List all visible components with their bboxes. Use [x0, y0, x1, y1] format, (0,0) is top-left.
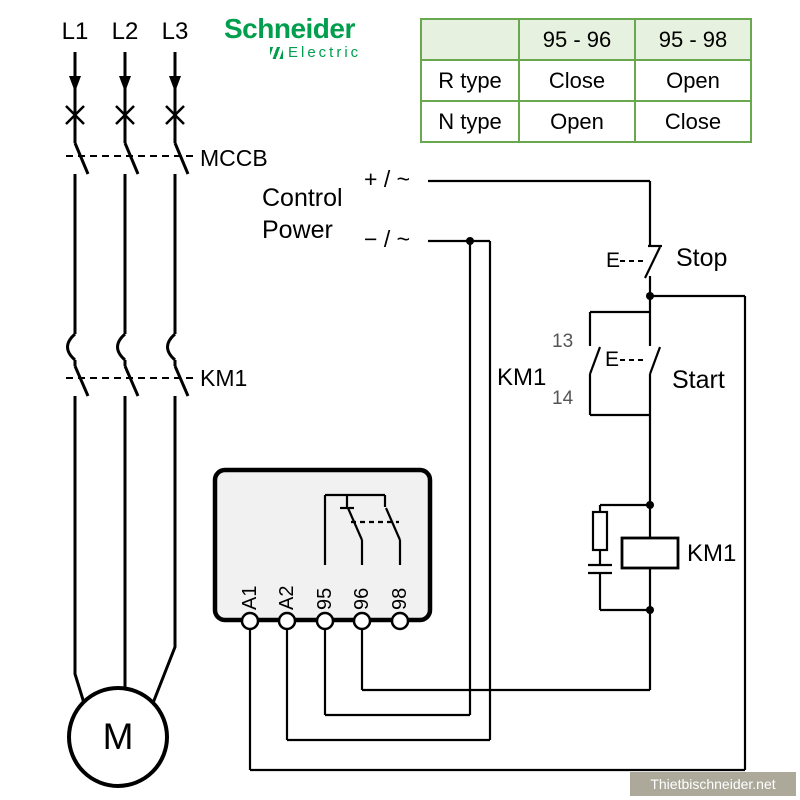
- stop-contact-blade: [644, 246, 661, 279]
- table-cell-r-9598: Open: [634, 59, 752, 102]
- junction-dots: [466, 237, 654, 614]
- terminal-95-dot: [315, 611, 335, 631]
- plus-rail-wire: [428, 179, 652, 246]
- km1-contact-blades: [73, 365, 190, 397]
- label-start-e: E: [605, 348, 620, 371]
- label-mccb: MCCB: [200, 145, 268, 171]
- table-header-95-96: 95 - 96: [518, 18, 636, 61]
- table-cell-r-label: R type: [420, 59, 520, 102]
- breaker-x-icons: [65, 105, 185, 125]
- watermark-badge: Thietbischneider.net: [630, 772, 796, 796]
- snubber-resistor-icon: [591, 510, 609, 552]
- label-control: Control: [262, 184, 343, 212]
- terminal-label-a1: A1: [239, 585, 261, 610]
- label-l2: L2: [111, 18, 139, 45]
- terminal-label-98: 98: [389, 587, 411, 610]
- logo-sub-text: Electric: [288, 44, 362, 61]
- label-l3: L3: [161, 18, 189, 45]
- supply-lines: [73, 52, 177, 143]
- table-header-empty: [420, 18, 520, 61]
- label-l1: L1: [61, 18, 89, 45]
- terminal-a1-dot: [240, 611, 260, 631]
- km1-coil-icon: [620, 536, 680, 570]
- motor-feed-lines: [73, 396, 177, 704]
- ct-stubs: [73, 360, 177, 366]
- control-circuit: [248, 179, 747, 772]
- motor-circle: [67, 686, 169, 788]
- table-row-n-type: N type Open Close: [420, 100, 752, 143]
- label-km1-main: KM1: [200, 365, 248, 391]
- table-cell-n-9596: Open: [518, 100, 636, 143]
- coil-node-rails: [600, 503, 650, 612]
- table-header-row: 95 - 96 95 - 98: [420, 18, 752, 61]
- label-stop: Stop: [676, 244, 728, 272]
- label-km1-coil: KM1: [687, 540, 737, 567]
- terminal-98-dot: [390, 611, 410, 631]
- table-cell-r-9596: Close: [518, 59, 636, 102]
- terminal-a2-dot: [277, 611, 297, 631]
- internal-contact-blades: [346, 507, 402, 541]
- label-km1-aux: KM1: [497, 364, 547, 391]
- minus-rail-wire: [285, 239, 492, 742]
- label-aux-14: 14: [552, 388, 574, 409]
- phase-mid-lines: [73, 174, 177, 334]
- terminal-96-dot: [352, 611, 372, 631]
- table-row-r-type: R type Close Open: [420, 59, 752, 102]
- logo-mark-icon: [270, 46, 283, 59]
- mccb-contact-blades: [73, 142, 190, 175]
- label-power: Power: [262, 216, 333, 244]
- ct-loop-icons: [66, 332, 177, 362]
- logo-brand-text: Schneider: [224, 13, 355, 44]
- terminal-label-95: 95: [314, 587, 336, 610]
- parallel-rails: [590, 310, 650, 417]
- motor-letter: M: [102, 716, 134, 757]
- label-plus-rail: + / ~: [364, 166, 411, 192]
- schneider-logo: Schneider Electric: [224, 13, 404, 62]
- terminal-label-96: 96: [351, 587, 373, 610]
- wire-a1-to-bus: [248, 620, 745, 772]
- rc-snubber-wires: [588, 505, 612, 610]
- table-header-95-98: 95 - 98: [634, 18, 752, 61]
- label-start: Start: [672, 366, 725, 394]
- terminal-circles: [240, 611, 410, 631]
- wire-95-to-minus: [323, 241, 472, 717]
- overload-internal-contacts: [323, 493, 402, 565]
- supply-arrow-icons: [69, 76, 181, 92]
- table-cell-n-9598: Close: [634, 100, 752, 143]
- label-minus-rail: − / ~: [364, 226, 411, 252]
- label-stop-e: E: [606, 249, 621, 272]
- contact-state-table: 95 - 96 95 - 98 R type Close Open N type…: [420, 18, 752, 143]
- table-cell-n-label: N type: [420, 100, 520, 143]
- wire-96-to-coil: [360, 620, 650, 692]
- terminal-label-a2: A2: [276, 585, 298, 610]
- label-aux-13: 13: [552, 331, 574, 352]
- right-bus-wire: [650, 294, 747, 770]
- km1-aux-contact: [588, 312, 602, 415]
- internal-drops: [360, 540, 402, 565]
- power-circuit: [66, 52, 190, 704]
- start-contact: [648, 312, 662, 415]
